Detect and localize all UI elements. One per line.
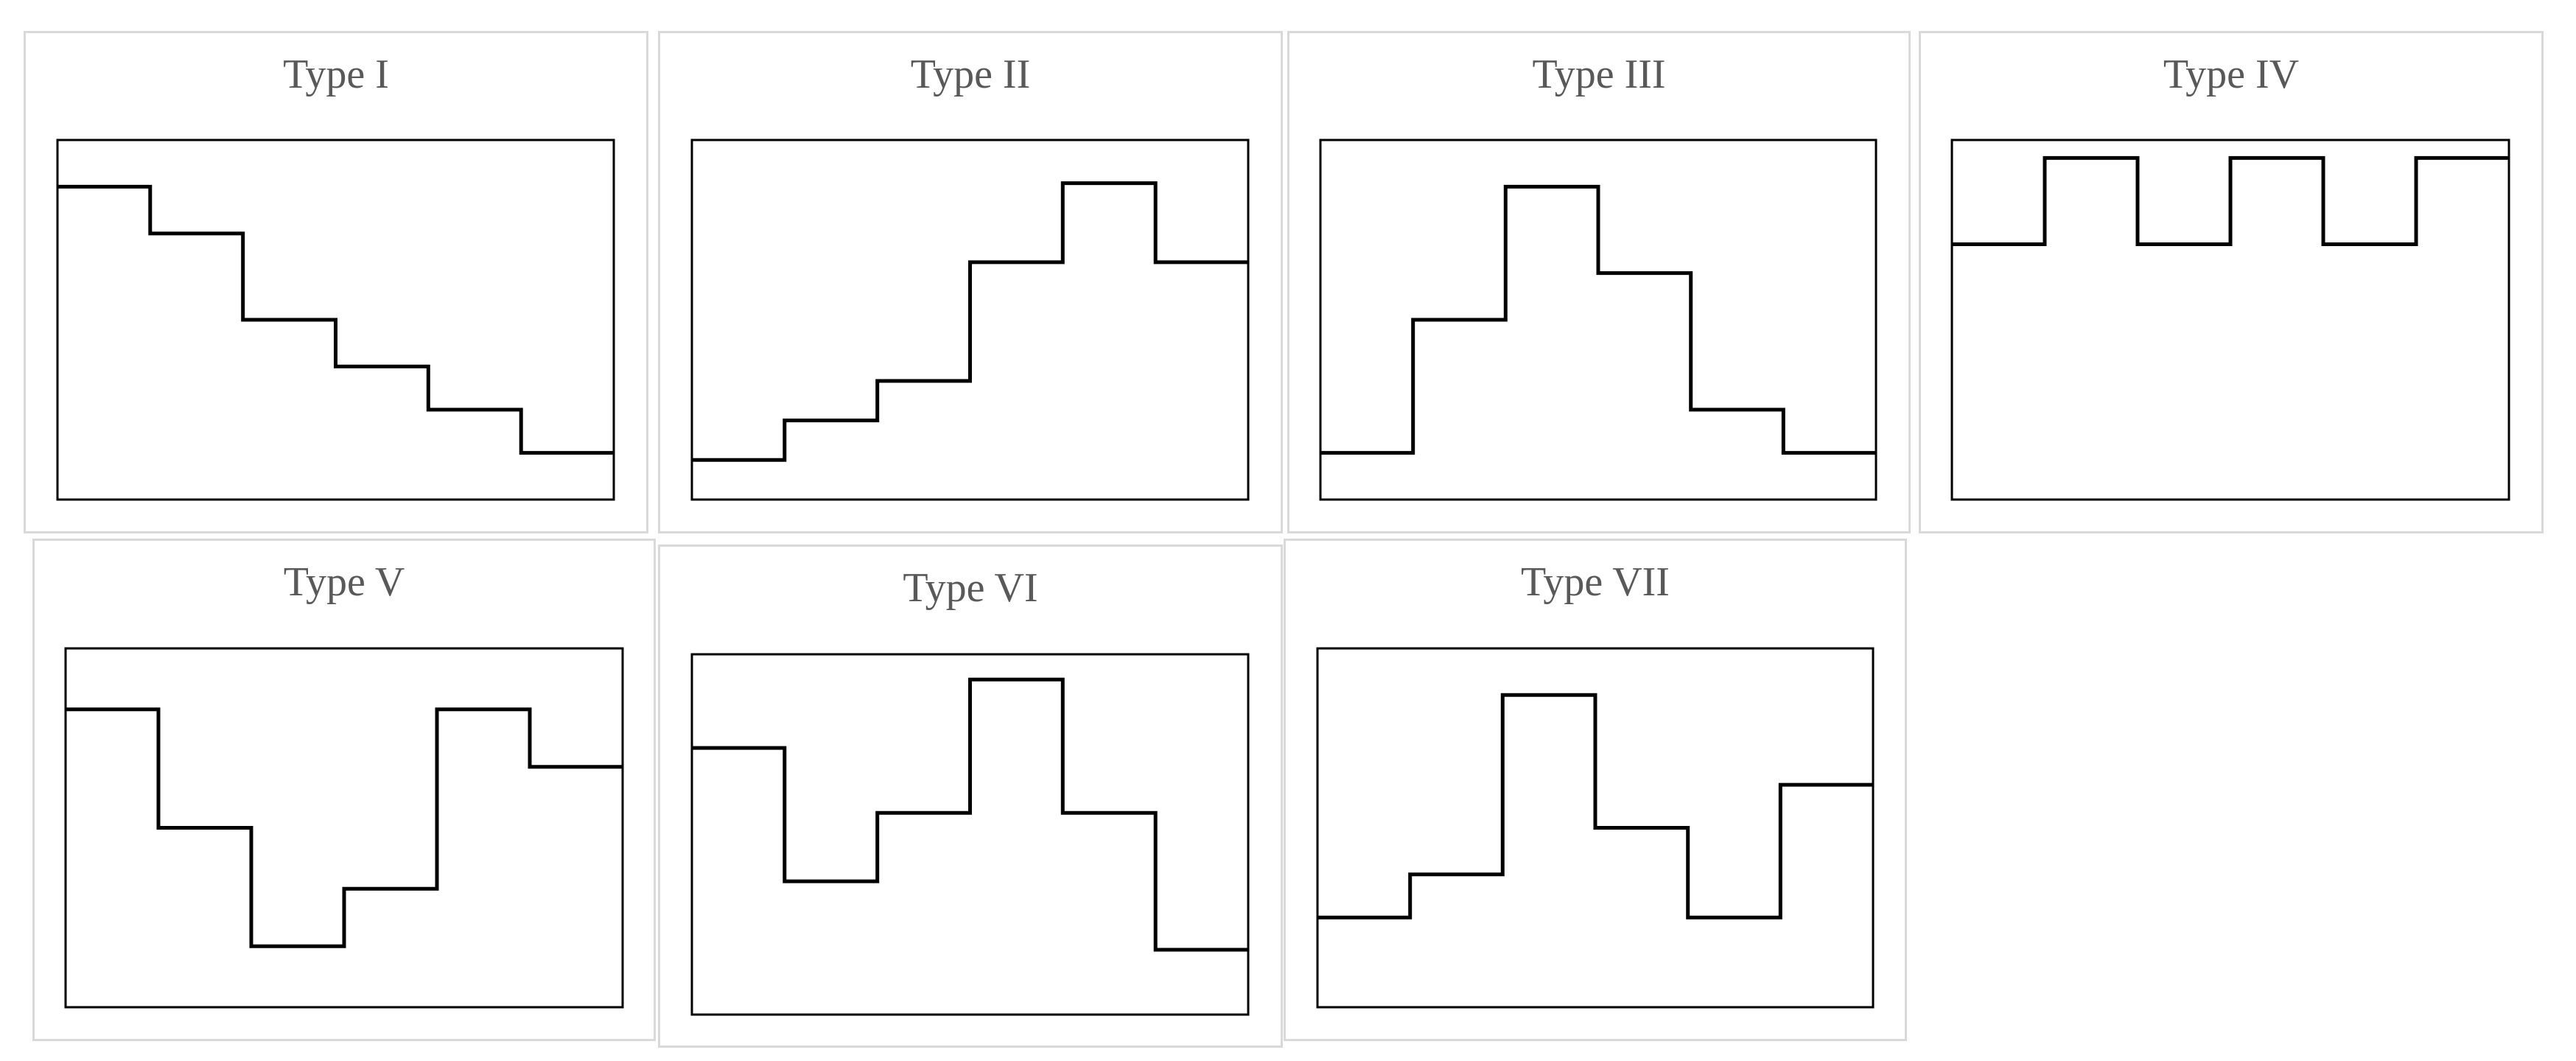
step-line bbox=[692, 677, 1248, 952]
plot-frame bbox=[690, 653, 1250, 1016]
step-line bbox=[692, 181, 1248, 462]
step-plot-type-2 bbox=[690, 139, 1250, 501]
step-plot-type-3 bbox=[1319, 139, 1877, 501]
panel-title: Type III bbox=[1532, 52, 1666, 97]
panel-type-1: Type I bbox=[24, 31, 648, 533]
step-line bbox=[66, 707, 623, 948]
panel-title: Type V bbox=[283, 559, 405, 605]
plot-frame bbox=[1319, 139, 1877, 501]
plot-frame bbox=[64, 647, 624, 1009]
plot-frame bbox=[1316, 647, 1875, 1009]
plot-frame bbox=[1950, 139, 2510, 501]
plot-frame bbox=[690, 139, 1250, 501]
step-line bbox=[1317, 693, 1873, 920]
panel-title: Type VII bbox=[1521, 559, 1670, 605]
panel-title: Type VI bbox=[903, 565, 1038, 611]
step-plot-type-7 bbox=[1316, 647, 1875, 1009]
panel-title: Type IV bbox=[2163, 52, 2300, 97]
step-plot-type-6 bbox=[690, 653, 1250, 1016]
step-plot-type-1 bbox=[56, 139, 615, 501]
step-plot-type-4 bbox=[1950, 139, 2510, 501]
panel-type-3: Type III bbox=[1287, 31, 1911, 533]
panel-title: Type II bbox=[910, 52, 1031, 97]
panel-type-4: Type IV bbox=[1919, 31, 2544, 533]
step-line bbox=[1320, 184, 1876, 455]
step-line bbox=[1952, 155, 2509, 246]
panel-type-5: Type V bbox=[32, 539, 656, 1041]
step-plot-type-5 bbox=[64, 647, 624, 1009]
panel-title: Type I bbox=[283, 52, 389, 97]
plot-frame bbox=[56, 139, 615, 501]
step-line bbox=[57, 184, 614, 455]
